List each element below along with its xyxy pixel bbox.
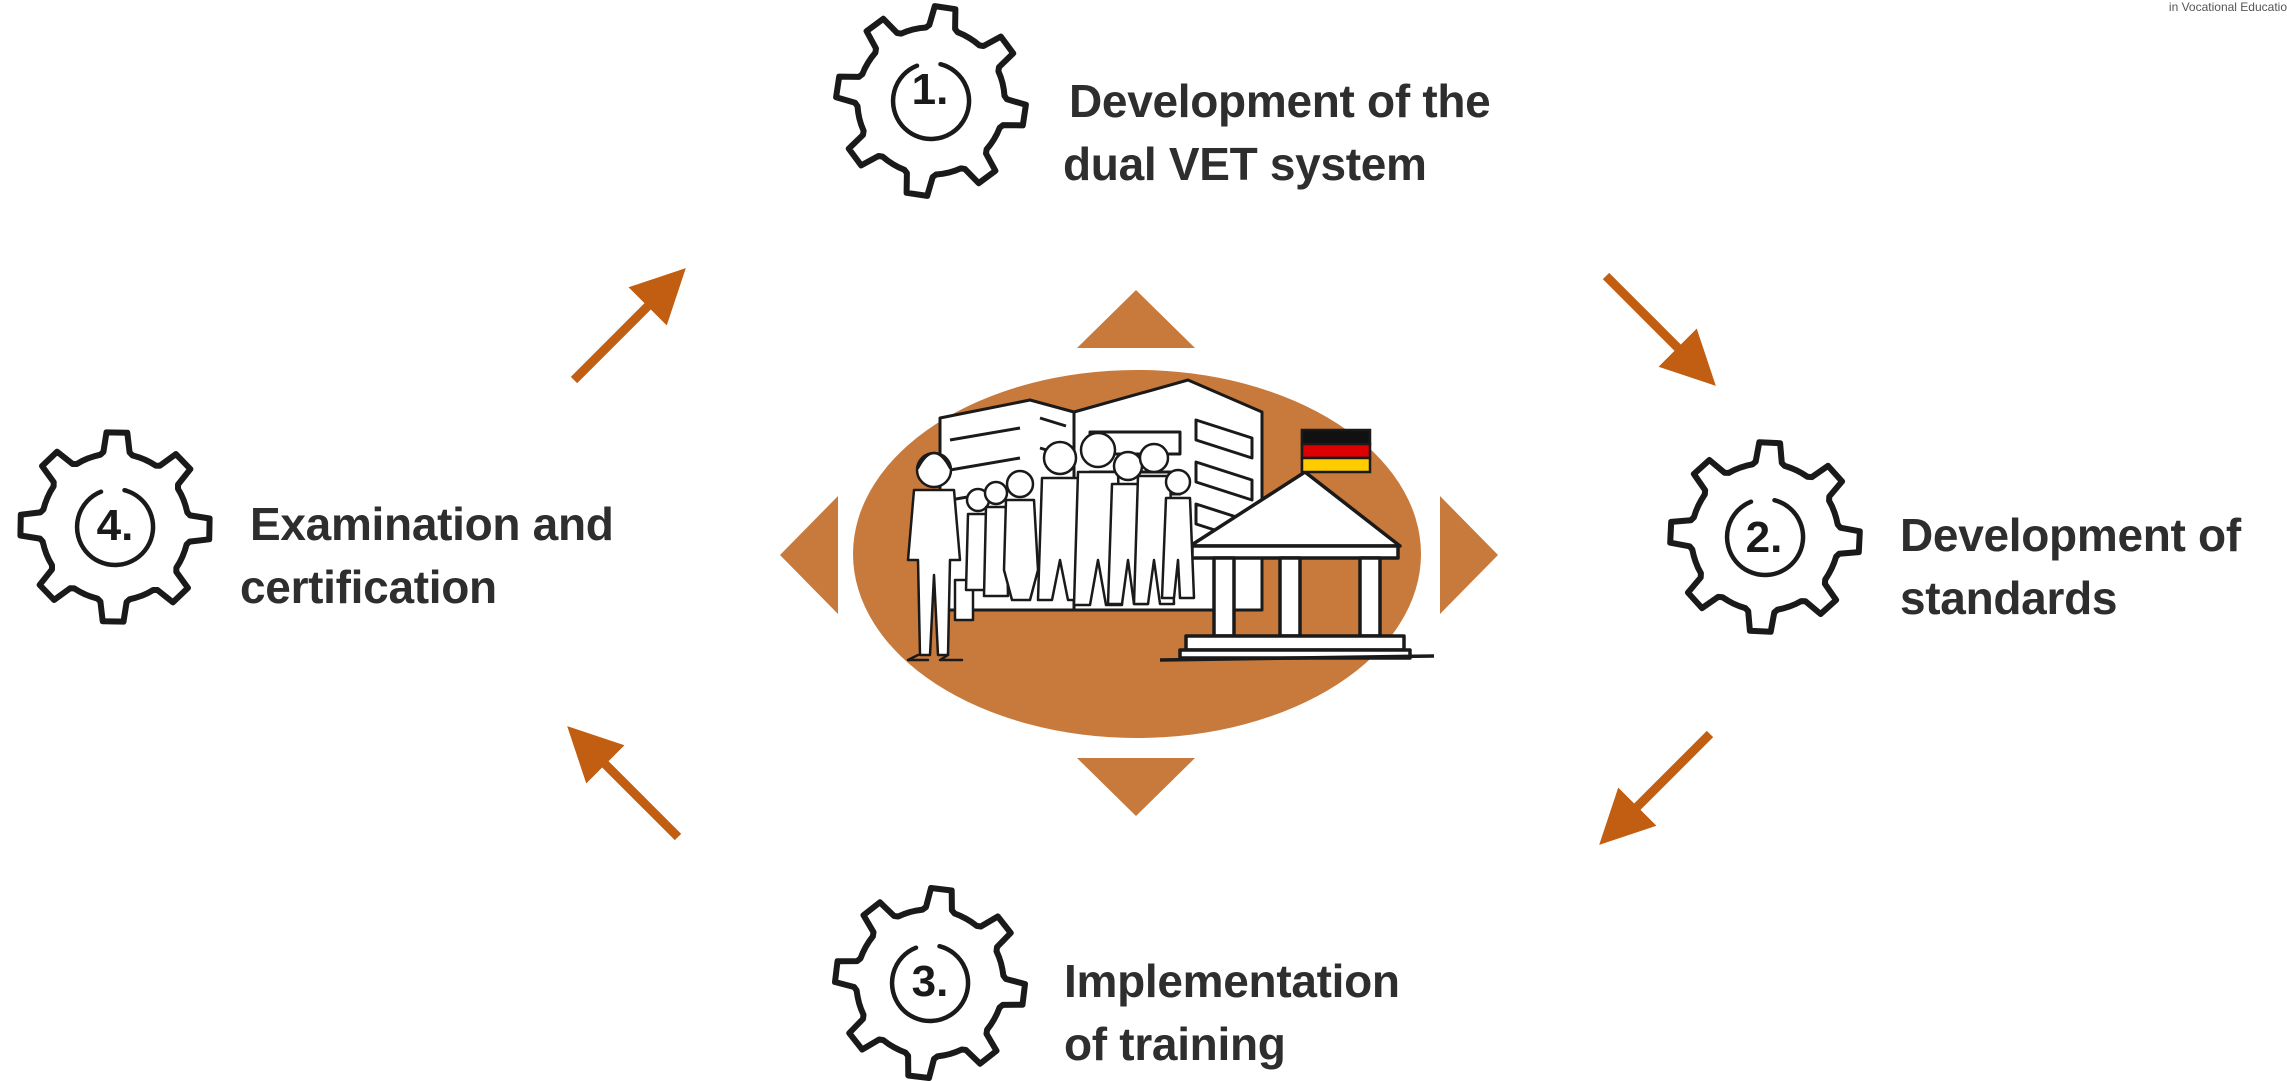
triangle-down bbox=[1077, 758, 1195, 816]
gear-outline bbox=[833, 3, 1029, 199]
vocational-school-illustration bbox=[853, 370, 1435, 738]
people-group bbox=[906, 431, 1196, 662]
step-3-label-line-2: of training bbox=[1064, 1018, 1286, 1070]
step-number-1: 1. bbox=[912, 65, 949, 114]
cycle-arrows bbox=[567, 268, 1716, 845]
arrow-step1-to-step2 bbox=[1602, 272, 1716, 386]
gear-hub bbox=[74, 487, 156, 568]
gear-hub bbox=[889, 943, 971, 1024]
gear-outline bbox=[832, 885, 1028, 1081]
arrow-step3-to-step4 bbox=[567, 726, 682, 841]
step-4-label-line-1: Examination and bbox=[250, 498, 614, 550]
step-number-3: 3. bbox=[912, 957, 949, 1006]
gear-hub bbox=[890, 61, 972, 142]
step-2-label-line-2: standards bbox=[1900, 572, 2118, 624]
gear-outline bbox=[17, 429, 213, 625]
gear-outline bbox=[1667, 439, 1863, 635]
triangle-up bbox=[1077, 290, 1195, 348]
step-2-label-line-1: Development of bbox=[1900, 509, 2241, 561]
direction-triangles bbox=[780, 290, 1498, 816]
school-building bbox=[1159, 470, 1435, 662]
step-4-label: Examination and certification bbox=[240, 493, 614, 619]
gear-icon-step-4 bbox=[17, 429, 213, 625]
step-number-2: 2. bbox=[1746, 513, 1783, 562]
arrow-step4-to-step1 bbox=[570, 268, 686, 384]
triangle-left bbox=[780, 496, 838, 614]
step-1-label-line-1: Development of the bbox=[1069, 75, 1491, 127]
step-number-4: 4. bbox=[97, 501, 134, 550]
gear-icon-step-2 bbox=[1667, 439, 1863, 635]
gear-hub bbox=[1724, 497, 1806, 578]
step-4-label-line-2: certification bbox=[240, 561, 497, 613]
step-3-label: Implementation of training bbox=[1064, 950, 1400, 1076]
step-1-label: Development of the dual VET system bbox=[1063, 70, 1491, 196]
triangle-right bbox=[1440, 496, 1498, 614]
arrow-step2-to-step3 bbox=[1599, 730, 1714, 845]
gear-icon-step-1 bbox=[833, 3, 1029, 199]
corner-caption: in Vocational Educatio bbox=[2168, 0, 2287, 14]
germany-flag-icon bbox=[1300, 428, 1372, 474]
step-1-label-line-2: dual VET system bbox=[1063, 138, 1427, 190]
step-3-label-line-1: Implementation bbox=[1064, 955, 1400, 1007]
gear-icon-step-3 bbox=[832, 885, 1028, 1081]
step-2-label: Development of standards bbox=[1900, 504, 2241, 630]
